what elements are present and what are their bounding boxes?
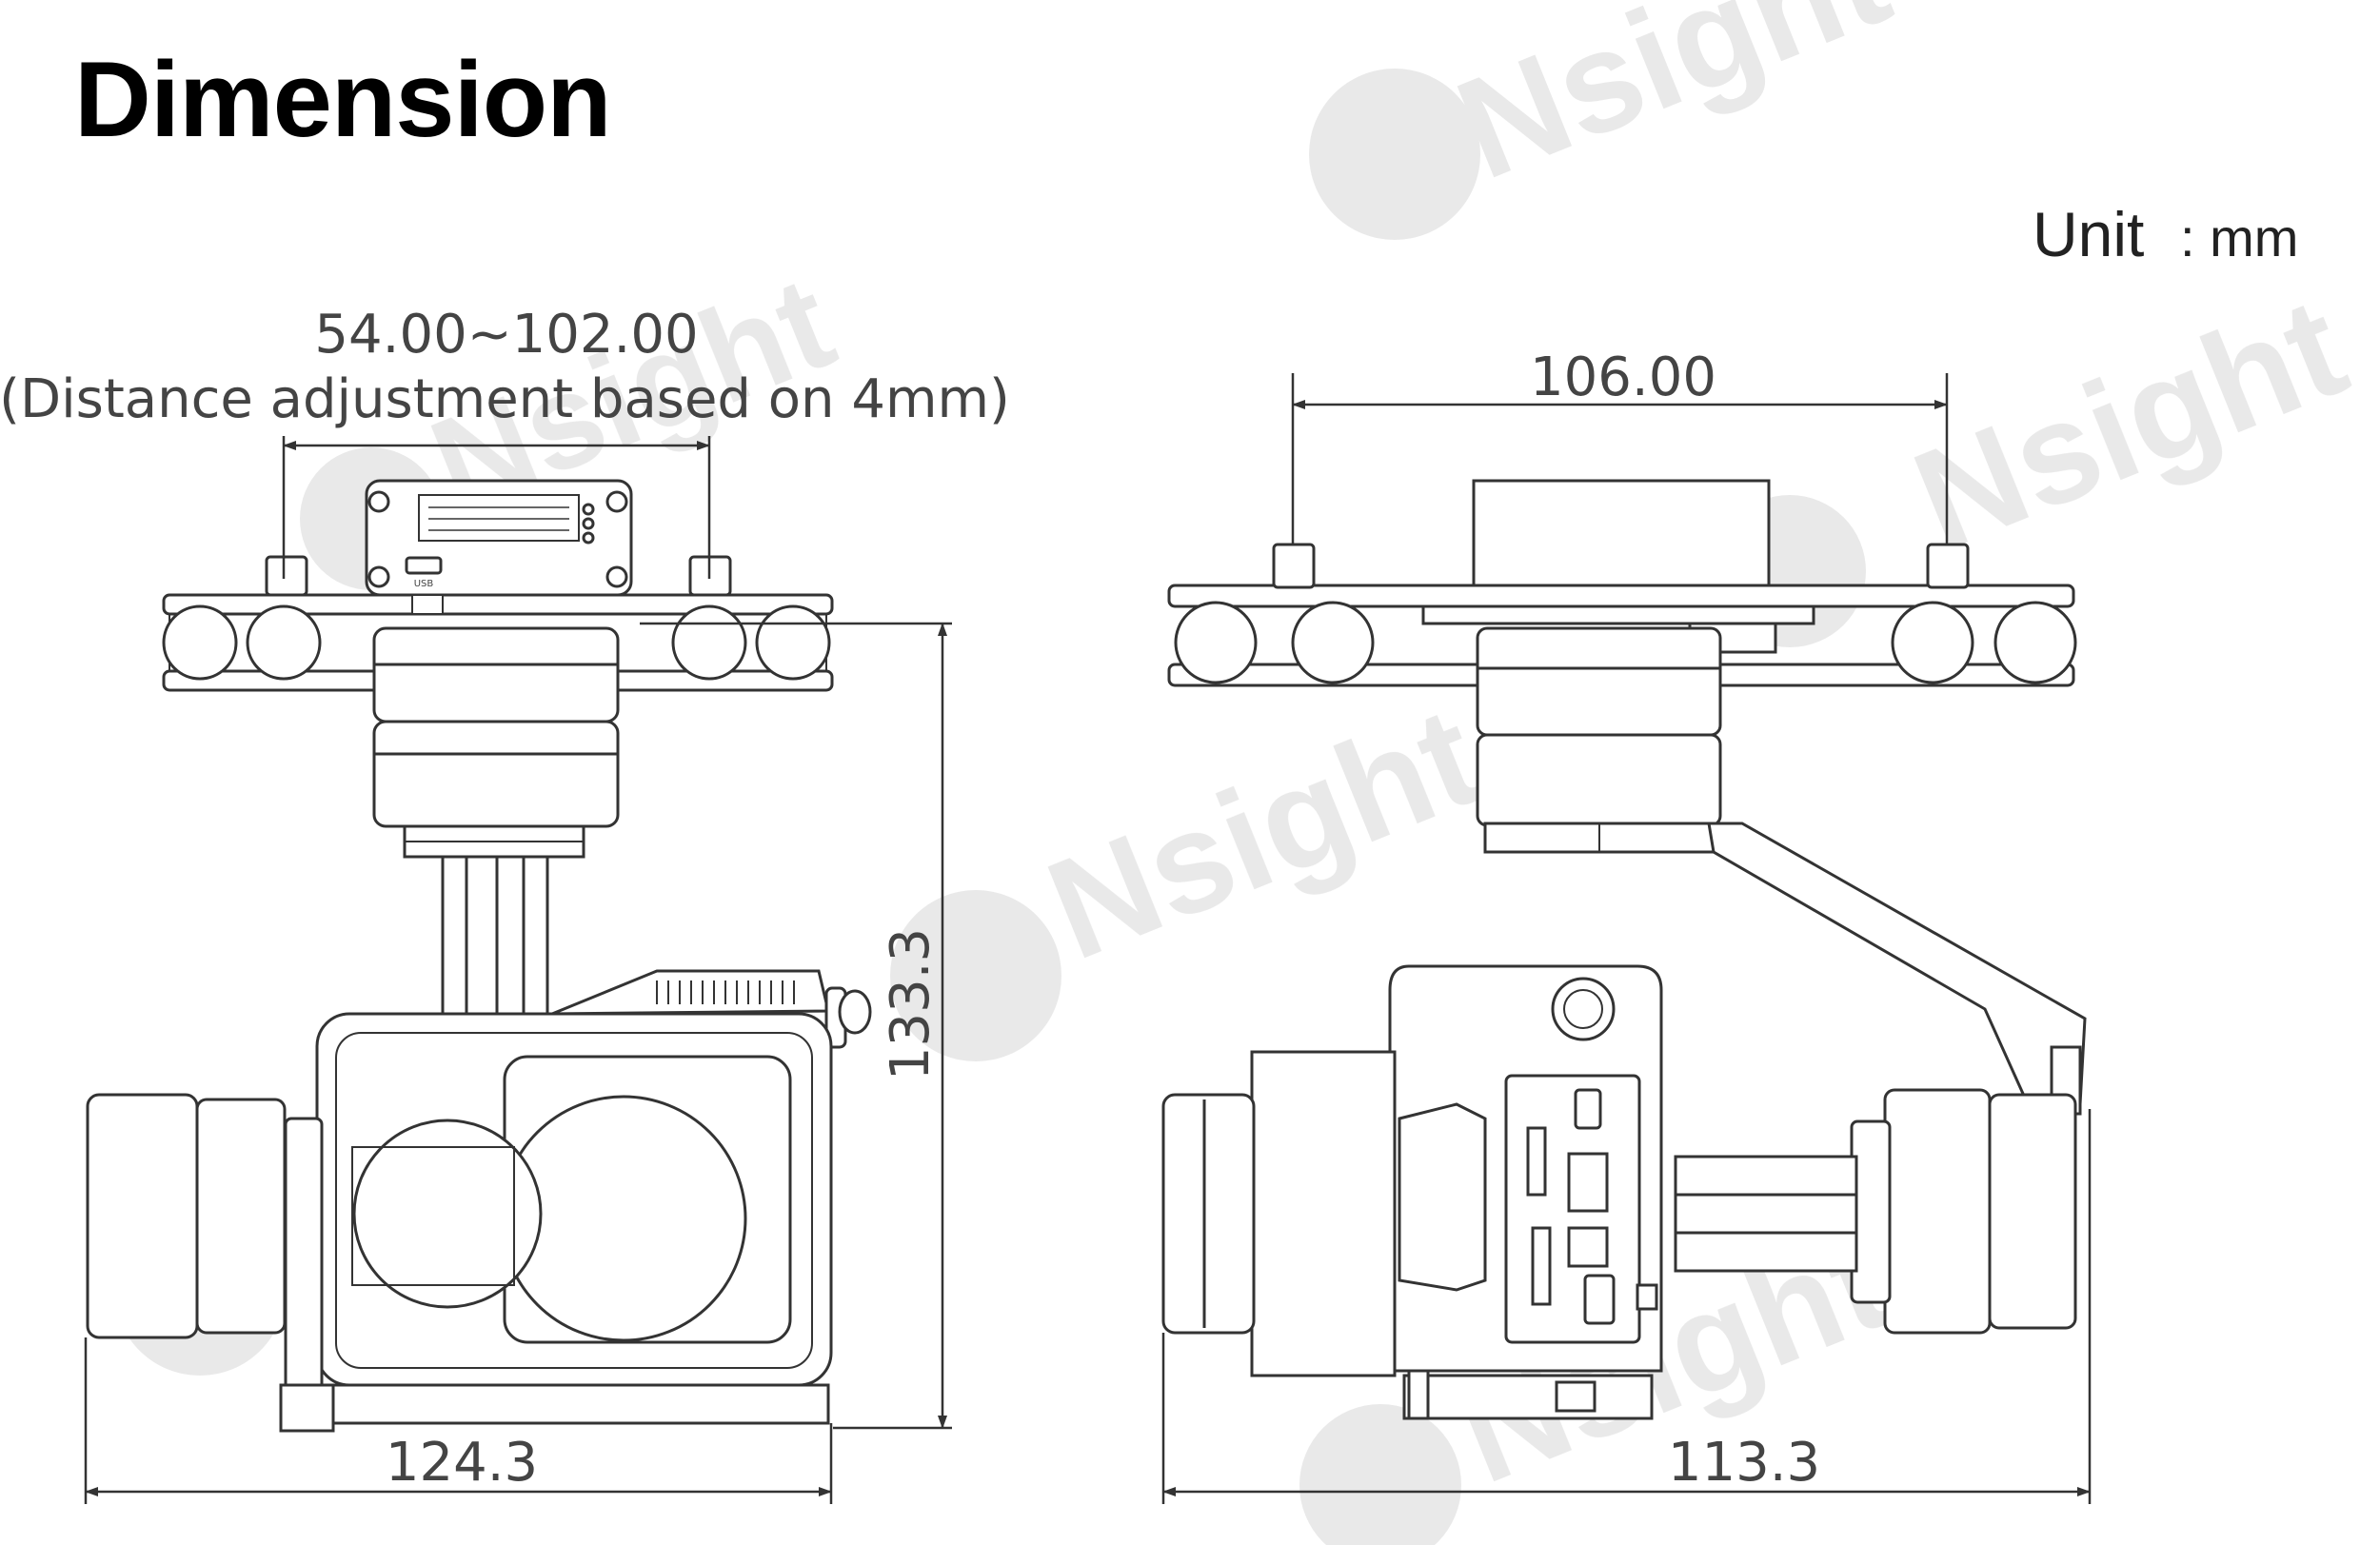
front-width-label: 124.3 xyxy=(386,1432,538,1494)
lens-assembly xyxy=(86,1093,287,1339)
side-yaw-motor xyxy=(1476,626,1722,854)
watermark-text: Nsight xyxy=(1437,0,1909,209)
watermark-1: i Nsight xyxy=(1309,0,1909,242)
side-damping-balls xyxy=(1174,601,2077,684)
adjust-range-label: 54.00~102.00 xyxy=(314,304,698,366)
front-dimensions xyxy=(84,436,952,1504)
front-view: USB xyxy=(86,479,872,1433)
watermark-mark: i xyxy=(1383,82,1423,242)
usb-port-label: USB xyxy=(414,579,434,589)
side-width-label: 113.3 xyxy=(1668,1432,1820,1494)
unit-value: : mm xyxy=(2165,208,2298,267)
unit-separator: : xyxy=(2179,208,2195,267)
unit-value-text: mm xyxy=(2210,208,2299,267)
roll-motor xyxy=(1674,1088,2077,1335)
front-height-label: 133.3 xyxy=(880,928,942,1080)
adjust-note-label: (Distance adjustment based on 4mm) xyxy=(0,368,1010,430)
gimbal-arm xyxy=(1707,822,2087,1106)
unit-label-text: Unit xyxy=(2033,199,2145,269)
unit-label: Unit : mm xyxy=(2033,198,2298,270)
side-dimensions xyxy=(1161,373,2092,1504)
watermark-text: Nsight xyxy=(1027,675,1499,990)
yaw-motor xyxy=(372,626,620,1016)
camera-body xyxy=(279,969,872,1433)
watermark-text: Nsight xyxy=(1894,266,2366,581)
side-view xyxy=(1161,479,2087,1420)
side-camera-body xyxy=(1161,964,1663,1420)
mount-width-label: 106.00 xyxy=(1530,347,1716,408)
page-title: Dimension xyxy=(74,40,612,159)
